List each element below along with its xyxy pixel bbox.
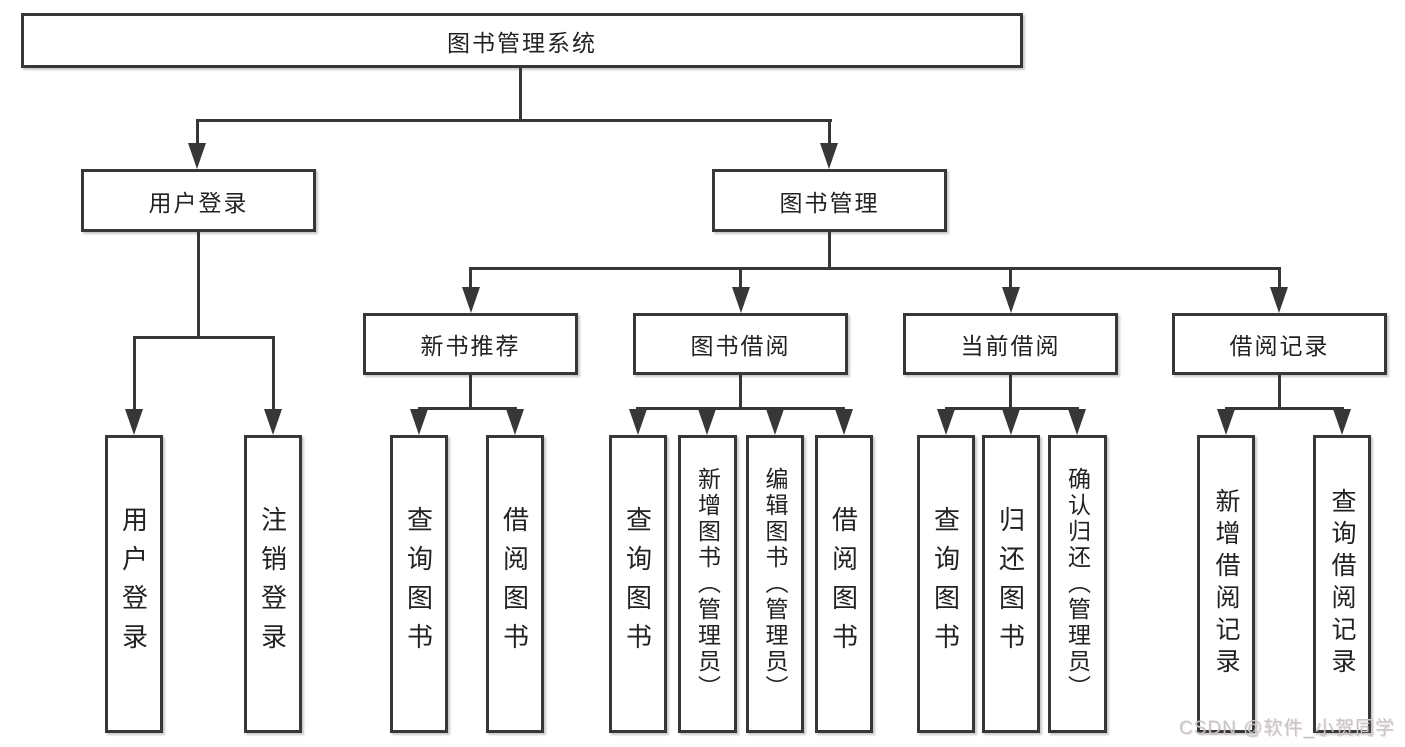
connector-nbr-stem [469,375,472,409]
leaf-bb-borrow-books-label: 借阅图书 [828,506,859,662]
arrowhead-cb-query [937,409,955,435]
leaf-cb-return-books-label: 归还图书 [995,506,1026,662]
leaf-br-query-record-label: 查询借阅记录 [1328,488,1356,680]
arrowhead-nbr-borrow [506,409,524,435]
node-book-management: 图书管理 [712,169,947,232]
node-book-borrow-label: 图书借阅 [690,333,791,359]
connector-user-login-drop-2 [272,336,275,411]
arrowhead-cb-confirm [1068,409,1086,435]
node-borrow-records-label: 借阅记录 [1229,333,1330,359]
arrowhead-bb-borrow [835,409,853,435]
arrowhead-login-leaf [125,409,143,435]
arrowhead-borrow-records [1270,287,1288,313]
leaf-cb-query-books: 查询图书 [917,435,975,733]
arrowhead-user-login [188,143,206,169]
leaf-nbr-borrow-books-label: 借阅图书 [499,506,530,662]
leaf-bb-add-books-admin: 新增图书（管理员） [678,435,737,733]
leaf-br-add-record: 新增借阅记录 [1197,435,1255,733]
arrowhead-cb-return [1002,409,1020,435]
arrowhead-bb-query [629,409,647,435]
node-library-system-label: 图书管理系统 [447,29,597,56]
node-new-book-recommend-label: 新书推荐 [420,333,521,359]
leaf-br-query-record: 查询借阅记录 [1313,435,1371,733]
connector-user-login-stem [197,232,200,338]
arrowhead-logout-leaf [264,409,282,435]
node-current-borrow-label: 当前借阅 [960,333,1061,359]
leaf-bb-borrow-books: 借阅图书 [815,435,873,733]
connector-bb-bar [636,407,845,410]
connector-bb-stem [739,375,742,409]
leaf-cb-return-books: 归还图书 [982,435,1040,733]
arrowhead-br-add [1217,409,1235,435]
connector-cb-bar [945,407,1079,410]
arrowhead-book-management [820,143,838,169]
connector-user-login-drop-1 [133,336,136,411]
connector-drop-current-borrow [1009,267,1012,290]
connector-book-mgmt-bar [469,267,1281,270]
node-current-borrow: 当前借阅 [903,313,1118,375]
leaf-bb-query-books-label: 查询图书 [622,506,653,662]
leaf-bb-query-books: 查询图书 [609,435,667,733]
leaf-cb-confirm-return-admin: 确认归还（管理员） [1048,435,1107,733]
leaf-bb-edit-books-admin: 编辑图书（管理员） [746,435,804,733]
node-borrow-records: 借阅记录 [1172,313,1387,375]
connector-book-mgmt-stem [828,232,831,269]
leaf-nbr-borrow-books: 借阅图书 [486,435,544,733]
node-user-login-label: 用户登录 [148,189,249,216]
connector-user-login-bar [133,336,275,339]
connector-br-stem [1278,375,1281,409]
leaf-br-add-record-label: 新增借阅记录 [1212,488,1240,680]
connector-root-drop-right [828,119,831,147]
csdn-watermark: CSDN @软件_小贺同学 [1179,718,1395,739]
node-library-system: 图书管理系统 [21,13,1023,68]
connector-root-drop-left [196,119,199,147]
arrowhead-bb-add [698,409,716,435]
connector-nbr-bar [418,407,517,410]
leaf-user-login-label: 用户登录 [118,506,149,662]
connector-br-bar [1225,407,1344,410]
arrowhead-book-borrow [732,287,750,313]
node-book-borrow: 图书借阅 [633,313,848,375]
leaf-bb-edit-books-admin-label: 编辑图书（管理员） [762,467,788,701]
connector-drop-borrow-records [1278,267,1281,290]
leaf-cb-confirm-return-admin-label: 确认归还（管理员） [1064,467,1091,701]
leaf-nbr-query-books: 查询图书 [390,435,448,733]
leaf-logout-label: 注销登录 [257,506,288,662]
arrowhead-current-borrow [1002,287,1020,313]
leaf-cb-query-books-label: 查询图书 [930,506,961,662]
node-book-management-label: 图书管理 [779,189,880,216]
connector-root-stem [519,68,522,121]
node-user-login: 用户登录 [81,169,316,232]
arrowhead-bb-edit [766,409,784,435]
arrowhead-new-book-recommend [462,287,480,313]
leaf-bb-add-books-admin-label: 新增图书（管理员） [694,467,721,701]
leaf-logout: 注销登录 [244,435,302,733]
connector-root-bar [196,119,832,122]
node-new-book-recommend: 新书推荐 [363,313,578,375]
connector-drop-new-book [469,267,472,290]
arrowhead-br-query [1333,409,1351,435]
arrowhead-nbr-query [410,409,428,435]
connector-cb-stem [1009,375,1012,409]
leaf-nbr-query-books-label: 查询图书 [403,506,434,662]
connector-drop-book-borrow [739,267,742,290]
leaf-user-login: 用户登录 [105,435,163,733]
